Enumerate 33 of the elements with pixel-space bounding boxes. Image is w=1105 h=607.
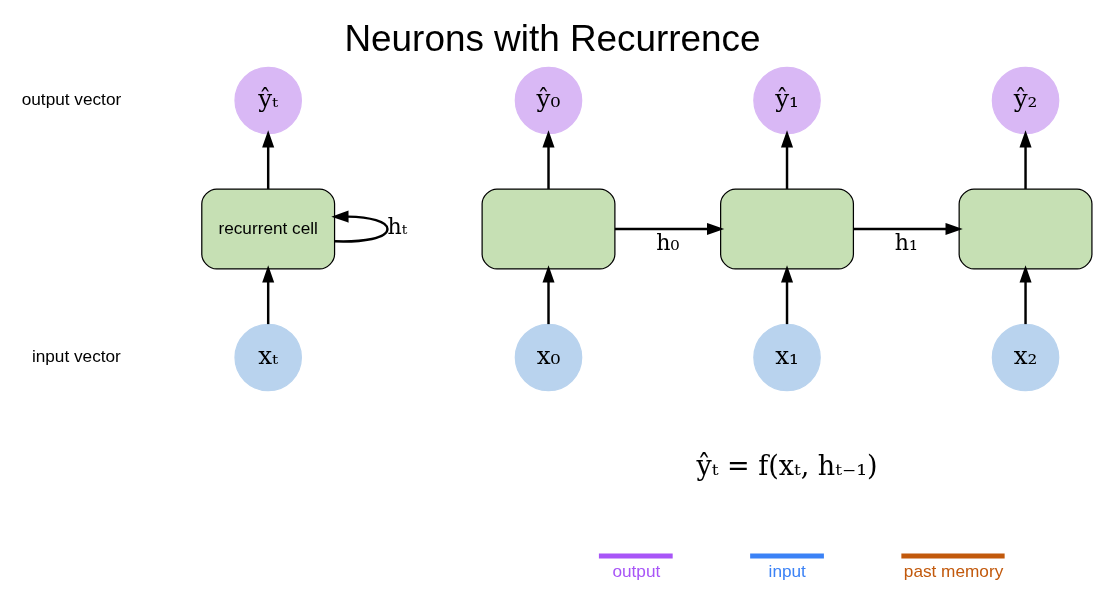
node-circle: xₜ: [234, 323, 302, 391]
edge-label: h₁: [894, 228, 918, 255]
arrow: [781, 129, 794, 189]
label: ŷₜ = f(xₜ, hₜ₋₁): [696, 449, 878, 481]
arrow: [1019, 129, 1032, 189]
arrow: [262, 129, 275, 189]
node-circle: ŷ₀: [514, 66, 583, 134]
node-circle: x₁: [753, 323, 821, 391]
node-box: recurrent cell: [201, 187, 336, 270]
label: output vector: [21, 88, 122, 109]
node-box: [958, 187, 1093, 270]
arrow: [781, 264, 794, 324]
edge-label: h₀: [656, 228, 680, 255]
node-circle: x₂: [991, 323, 1060, 391]
node-circle: ŷ₂: [991, 66, 1060, 134]
diagram-title: Neurons with Recurrence: [344, 17, 761, 59]
legend-label: output: [612, 560, 661, 581]
node-box: [720, 187, 855, 270]
node-circle: ŷₜ: [234, 66, 302, 134]
node-box: [481, 187, 616, 270]
arrow: [1019, 264, 1032, 324]
label: input vector: [31, 345, 121, 366]
edge-label: hₜ: [387, 212, 408, 239]
legend-label: input: [768, 560, 806, 581]
arrow: [853, 222, 963, 235]
node-circle: x₀: [514, 323, 583, 391]
legend-label: past memory: [903, 560, 1004, 581]
node-circle: ŷ₁: [753, 66, 821, 134]
arrow: [542, 264, 555, 324]
arrow: [262, 264, 275, 324]
arrow: [614, 222, 725, 235]
arrow: [542, 129, 555, 189]
arrow: [331, 210, 389, 243]
